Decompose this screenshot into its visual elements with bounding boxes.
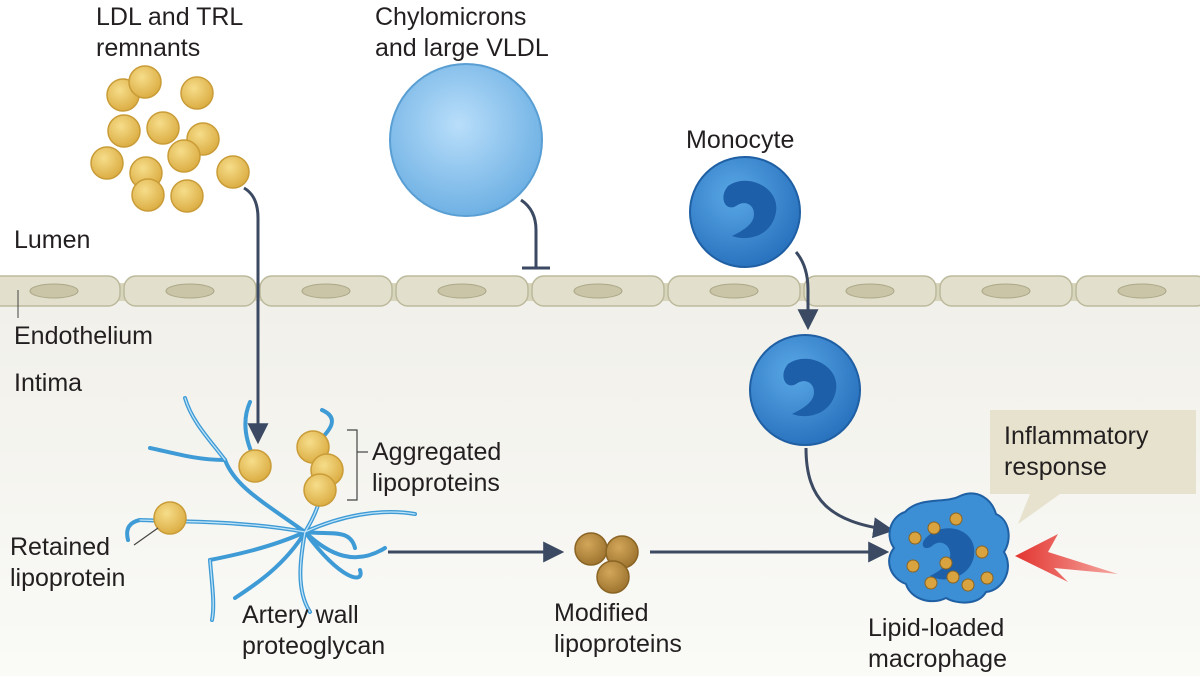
- monocyte-transmigration-arrow: [794, 251, 819, 331]
- modified-lipoproteins-cluster: [574, 532, 639, 594]
- endothelial-cell-nucleus: [981, 283, 1031, 299]
- ldl-trl-remnants-cluster: [90, 65, 250, 213]
- endothelial-cell-nucleus: [165, 283, 215, 299]
- lipoprotein-particle: [107, 114, 141, 148]
- lipoprotein-particle: [131, 178, 165, 212]
- endothelium-layer: [0, 275, 1200, 307]
- lipoprotein-particle: [167, 139, 201, 173]
- monocyte-label: Monocyte: [686, 126, 795, 154]
- retained-leader-line: [133, 527, 159, 546]
- lipoprotein-particle: [128, 65, 162, 99]
- ldl-entry-arrow: [243, 186, 269, 445]
- chylomicron-particle: [389, 63, 543, 217]
- lipoprotein-particle: [90, 146, 124, 180]
- monocyte-intima: [749, 334, 861, 446]
- endothelial-cell-nucleus: [709, 283, 759, 299]
- retained-lipoprotein-particle: [153, 501, 187, 535]
- endothelial-cell-nucleus: [29, 283, 79, 299]
- lipoprotein-particle: [180, 76, 214, 110]
- inflammation-lightning-icon: [1015, 534, 1118, 582]
- chylomicron-blocked-line: [520, 198, 538, 268]
- endothelial-cell-nucleus: [845, 283, 895, 299]
- lumen-label: Lumen: [14, 226, 91, 254]
- intima-label: Intima: [14, 369, 83, 397]
- endothelial-cell-nucleus: [437, 283, 487, 299]
- lipoprotein-particle: [146, 111, 180, 145]
- aggregated-lipoproteins-cluster: [296, 430, 344, 507]
- monocyte-differentiation-arrow: [804, 447, 895, 539]
- aggregated-bracket: [347, 429, 358, 501]
- endothelial-cell-nucleus: [1117, 283, 1167, 299]
- endothelial-cell-nucleus: [301, 283, 351, 299]
- endothelial-cell-nucleus: [573, 283, 623, 299]
- lipoprotein-particle: [216, 155, 250, 189]
- lipid-loaded-macrophage: [888, 492, 1010, 604]
- lipoprotein-particle: [170, 179, 204, 213]
- inflammatory-callout: [990, 410, 1196, 524]
- endothelium-label: Endothelium: [14, 322, 153, 350]
- retained-lipoprotein-particle: [238, 449, 272, 483]
- monocyte-lumen: [689, 156, 801, 268]
